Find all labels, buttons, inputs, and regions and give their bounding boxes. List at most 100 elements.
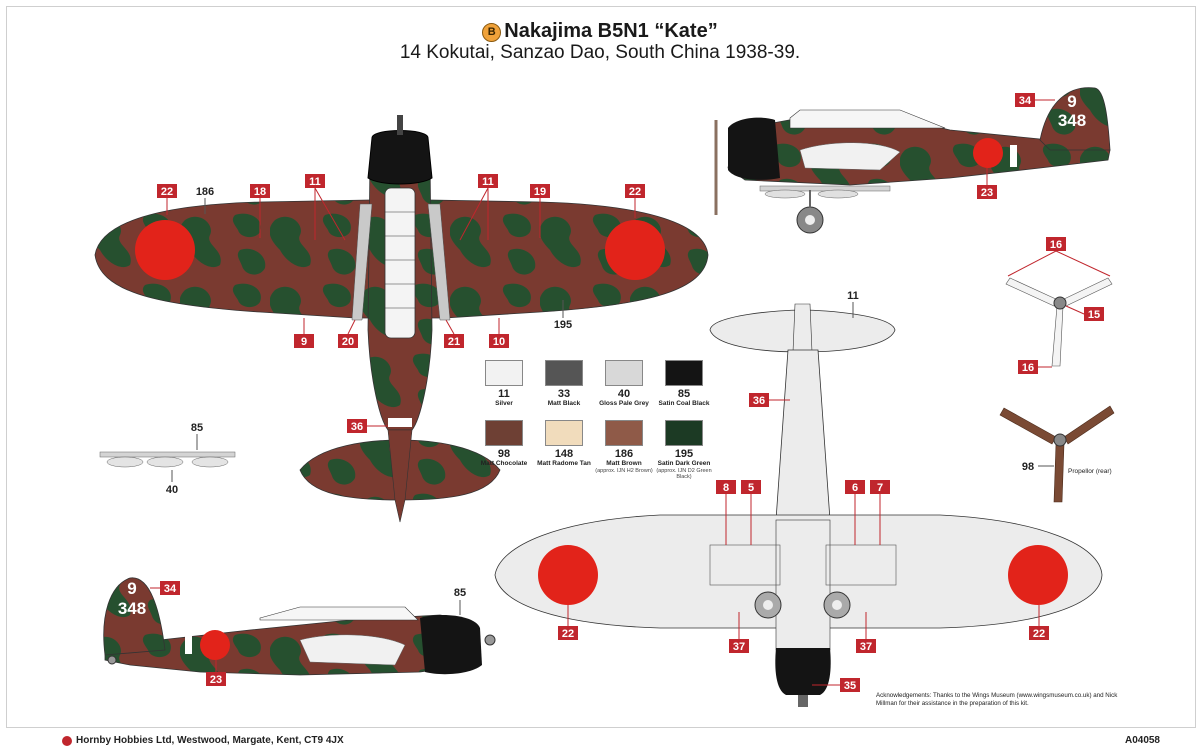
scheme-badge: B (482, 23, 502, 42)
hinomaru-under-right (1008, 545, 1068, 605)
callout-22d (1029, 626, 1049, 640)
wing-walk-right (427, 203, 451, 321)
callout-15 (1084, 307, 1104, 321)
svg-text:7: 7 (877, 482, 883, 494)
callout-7 (870, 480, 890, 494)
footer-code: A04058 (1124, 735, 1160, 746)
label-195: 195 (554, 319, 572, 331)
tail-code-top-right: 9 (1067, 92, 1076, 111)
svg-text:6: 6 (852, 482, 858, 494)
callout-34a (1015, 93, 1035, 107)
callout-21 (444, 334, 464, 348)
callout-10 (489, 334, 509, 348)
label-98-prop: 98 (1022, 461, 1034, 473)
svg-text:10: 10 (493, 336, 505, 348)
propeller-front: 16 15 16 (1005, 237, 1113, 374)
svg-text:16: 16 (1022, 362, 1034, 374)
side-fin-left (103, 577, 166, 656)
airfix-logo-icon (62, 736, 72, 746)
svg-text:35: 35 (844, 680, 856, 692)
callout-23b (206, 672, 226, 686)
svg-text:19: 19 (534, 186, 546, 198)
top-canopy (384, 187, 416, 339)
callout-16b (1018, 360, 1038, 374)
callout-6 (845, 480, 865, 494)
callout-18 (250, 184, 270, 198)
svg-text:22: 22 (629, 186, 641, 198)
callout-23a (977, 185, 997, 199)
side-view-left: 9 348 34 85 23 (103, 577, 496, 686)
top-cowling (367, 130, 433, 185)
tail-code-bottom-right: 348 (1058, 111, 1086, 130)
svg-text:20: 20 (342, 336, 354, 348)
hinomaru-top-left (135, 220, 195, 280)
callout-37a (729, 639, 749, 653)
footer-company: Hornby Hobbies Ltd, Westwood, Margate, K… (76, 735, 344, 746)
callout-9 (294, 334, 314, 348)
svg-text:36: 36 (351, 421, 363, 433)
svg-text:11: 11 (309, 176, 321, 188)
svg-text:34: 34 (1019, 95, 1032, 107)
hinomaru-side-left (200, 630, 230, 660)
svg-text:36: 36 (753, 395, 765, 407)
underside-callouts: 11 36 8 5 6 7 22 22 37 37 35 (558, 290, 1049, 692)
wing-walk-left (351, 203, 373, 321)
label-40: 40 (166, 484, 178, 496)
svg-text:15: 15 (1088, 309, 1100, 321)
aircraft-name: Nakajima B5N1 “Kate” (504, 20, 718, 42)
callout-22c (558, 626, 578, 640)
callout-22b (625, 184, 645, 198)
hinomaru-side-right (973, 138, 1003, 168)
label-85a: 85 (191, 422, 203, 434)
tail-code-bottom-left: 348 (118, 599, 146, 618)
under-fuselage (775, 349, 831, 521)
callout-36b (749, 393, 769, 407)
side-fin-right (1039, 87, 1111, 151)
svg-text:8: 8 (723, 482, 729, 494)
canopy-frames (385, 211, 415, 309)
label-186: 186 (196, 186, 214, 198)
svg-text:37: 37 (733, 641, 745, 653)
bomb-rack: 85 40 (99, 422, 236, 496)
underside-view (494, 303, 1103, 707)
svg-text:9: 9 (301, 336, 307, 348)
svg-text:11: 11 (482, 176, 494, 188)
tail-code-top-left: 9 (127, 579, 136, 598)
propeller-label: Propellor (rear) (1068, 468, 1112, 475)
hinomaru-top-right (605, 220, 665, 280)
svg-text:21: 21 (448, 336, 460, 348)
svg-text:34: 34 (164, 583, 177, 595)
acknowledgements: Acknowledgements: Thanks to the Wings Mu… (876, 692, 1118, 707)
callout-34b (160, 581, 180, 595)
svg-text:5: 5 (748, 482, 754, 494)
svg-text:37: 37 (860, 641, 872, 653)
callout-19 (530, 184, 550, 198)
callout-36a (347, 419, 367, 433)
fuselage-band (388, 418, 412, 427)
side-canopy-right (789, 109, 946, 129)
callout-37b (856, 639, 876, 653)
callout-22a (157, 184, 177, 198)
svg-text:22: 22 (1033, 628, 1045, 640)
side-canopy-left (259, 606, 419, 621)
side-view-right: 9 348 34 23 (714, 87, 1111, 234)
label-11c: 11 (847, 290, 859, 302)
callout-11a (305, 174, 325, 188)
callout-16a (1046, 237, 1066, 251)
propeller-rear: 98 (999, 405, 1115, 503)
svg-text:16: 16 (1050, 239, 1062, 251)
side-cowling-right (728, 117, 780, 180)
top-tail-cone (387, 429, 413, 523)
callout-22a-text: 22 (161, 186, 173, 198)
side-cowling-left (420, 615, 482, 675)
